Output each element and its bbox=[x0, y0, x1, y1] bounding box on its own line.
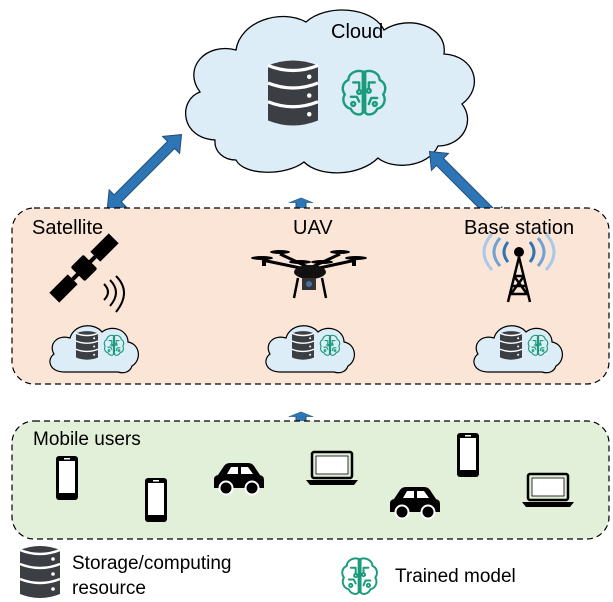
legend-brain-icon bbox=[341, 557, 378, 595]
legend-storage-label-line2: resource bbox=[72, 578, 146, 599]
smartphone-icon bbox=[457, 433, 479, 477]
smartphone-icon bbox=[56, 456, 78, 500]
uav-label: UAV bbox=[293, 217, 333, 239]
arrow-cloud-satellite bbox=[98, 125, 191, 218]
base-station-label: Base station bbox=[464, 217, 574, 239]
legend-storage-label-line1: Storage/computing bbox=[72, 553, 232, 574]
mobile-users-label: Mobile users bbox=[33, 429, 141, 450]
legend-database-icon bbox=[18, 544, 62, 600]
smartphone-icon bbox=[145, 478, 167, 522]
cell-tower-icon bbox=[482, 233, 556, 303]
database-icon bbox=[499, 330, 523, 361]
satellite-icon bbox=[49, 233, 125, 313]
legend-model-label: Trained model bbox=[395, 566, 516, 587]
database-icon bbox=[75, 330, 99, 361]
cloud-label: Cloud bbox=[331, 21, 383, 43]
database-icon bbox=[291, 330, 315, 361]
main-cloud bbox=[185, 9, 476, 174]
edge-layer-box bbox=[11, 207, 610, 385]
satellite-label: Satellite bbox=[32, 217, 103, 239]
drone-icon bbox=[251, 250, 367, 299]
database-icon bbox=[266, 58, 320, 128]
